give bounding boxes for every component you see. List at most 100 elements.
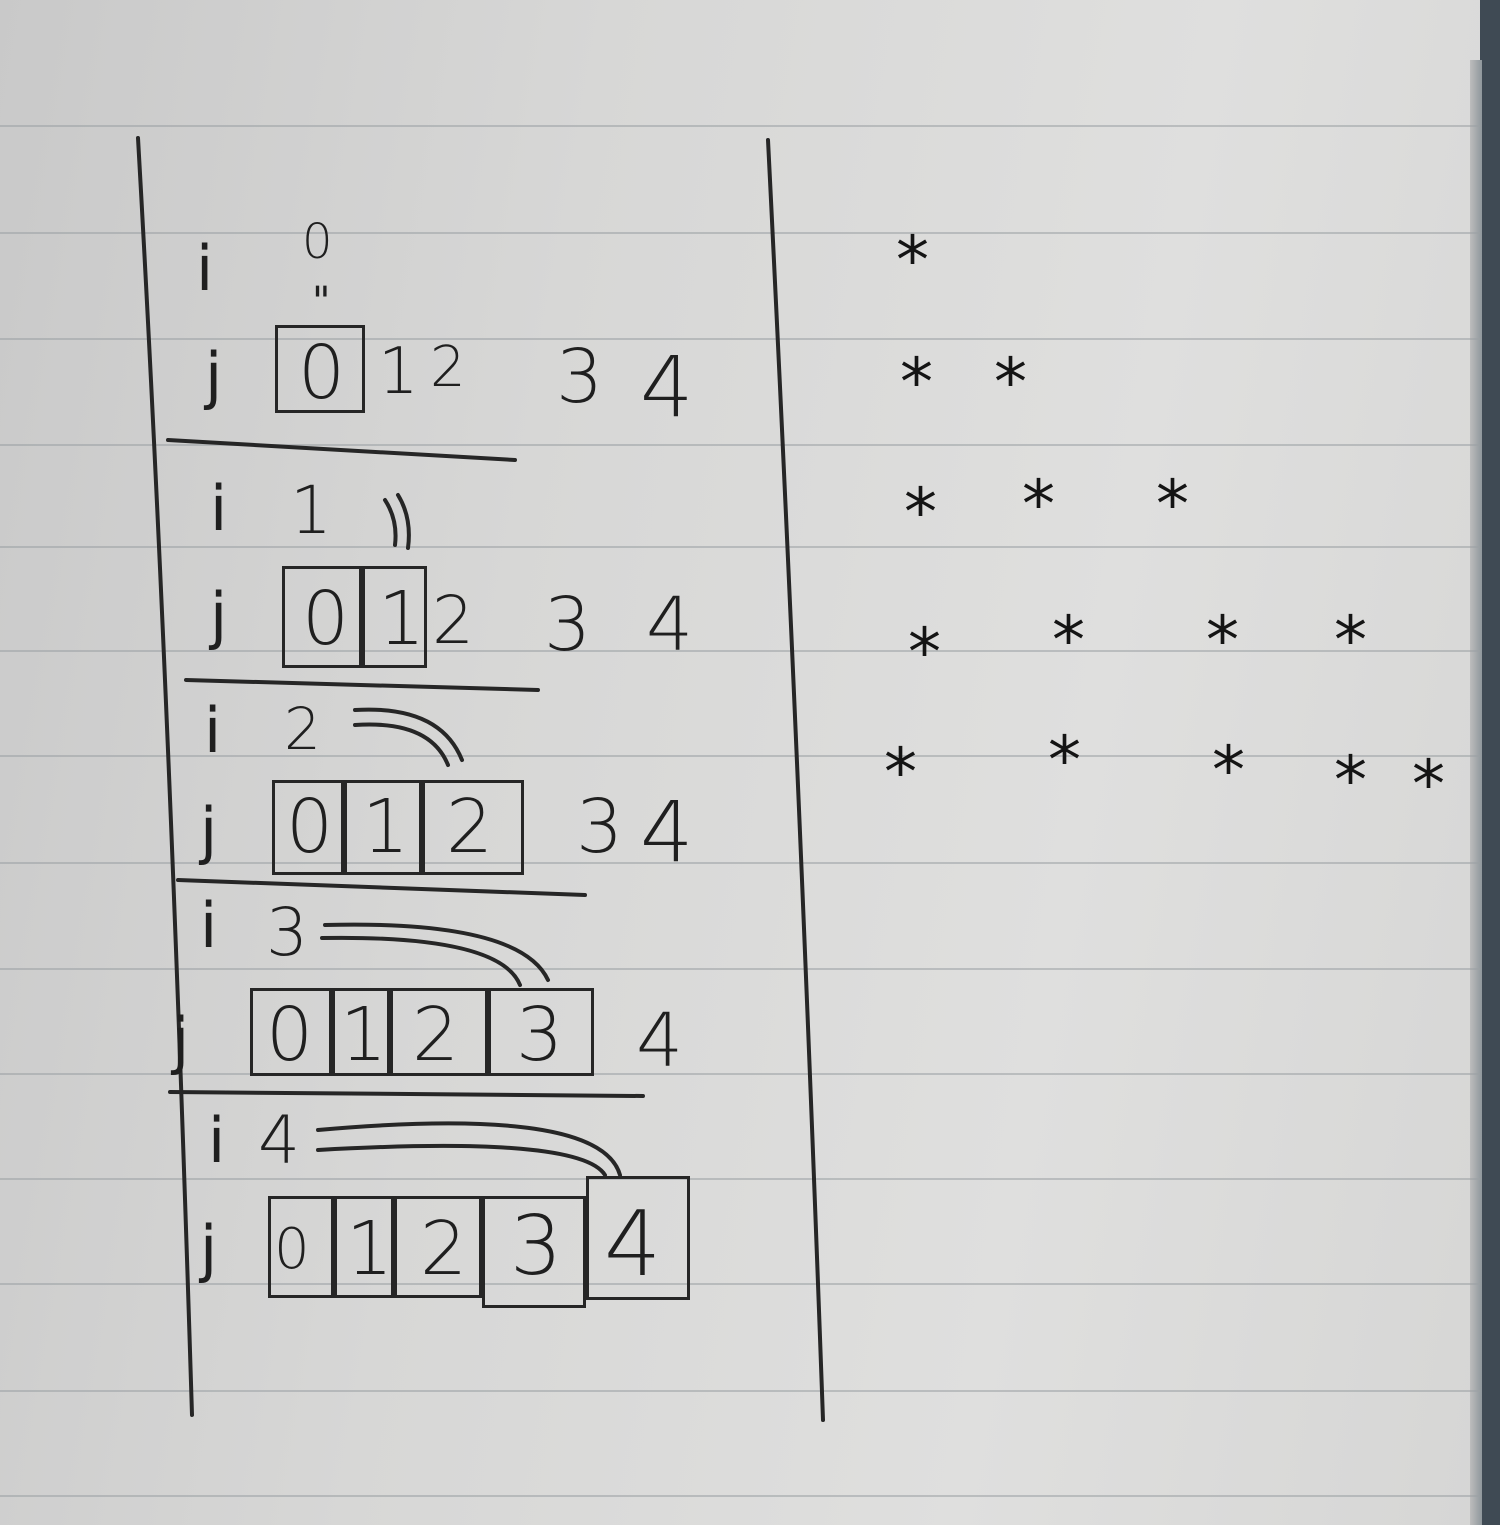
equals-mark: " <box>312 279 331 325</box>
ditto-mark <box>383 498 398 547</box>
star-icon: * <box>1412 746 1445 823</box>
ruled-line <box>0 1390 1480 1392</box>
i-value: 4 <box>258 1102 300 1179</box>
star-icon: * <box>1334 742 1367 819</box>
ditto-mark <box>320 935 522 987</box>
ditto-mark <box>323 922 550 982</box>
j-value-2: 2 <box>420 1206 468 1292</box>
ruled-line <box>0 650 1480 652</box>
j-value-4: 4 <box>640 338 694 436</box>
j-value-2: 2 <box>430 335 466 400</box>
boxed-cell <box>390 988 488 1076</box>
center-divider-line <box>766 138 825 1422</box>
separator-line <box>168 1090 645 1098</box>
j-label: j <box>205 339 223 412</box>
j-value-4: 4 <box>640 783 694 881</box>
j-value-4: 4 <box>646 582 694 668</box>
separator-line <box>166 438 517 462</box>
star-icon: * <box>1048 722 1081 799</box>
star-icon: * <box>1334 602 1367 679</box>
ruled-line <box>0 444 1480 446</box>
i-value: 2 <box>284 695 321 763</box>
separator-line <box>184 678 540 692</box>
j-value-1: 1 <box>340 992 388 1078</box>
ruled-line <box>0 862 1480 864</box>
j-value-4: 4 <box>636 998 684 1084</box>
i-label: i <box>208 1104 226 1177</box>
boxed-cell <box>422 780 524 875</box>
j-value-2: 2 <box>412 992 460 1078</box>
boxed-cell <box>250 988 332 1076</box>
star-icon: * <box>1206 602 1239 679</box>
i-label: i <box>204 694 222 767</box>
j-label: j <box>210 579 228 652</box>
i-value: 0 <box>302 214 333 270</box>
star-icon: * <box>994 344 1027 421</box>
j-value-4: 4 <box>604 1192 662 1297</box>
j-value-3: 3 <box>510 1199 563 1294</box>
ruled-line <box>0 1073 1480 1075</box>
star-icon: * <box>884 734 917 811</box>
star-icon: * <box>1022 466 1055 543</box>
ruled-line <box>0 338 1480 340</box>
left-divider-line <box>136 136 194 1417</box>
boxed-cell <box>282 566 362 668</box>
ditto-mark <box>353 707 464 762</box>
ruled-line <box>0 546 1480 548</box>
j-value-2: 2 <box>446 784 494 870</box>
ditto-mark <box>396 493 411 550</box>
boxed-cell <box>268 1196 334 1298</box>
i-label: i <box>200 889 218 962</box>
j-value-0: 0 <box>298 330 346 416</box>
j-value-3: 3 <box>516 992 564 1078</box>
boxed-cell <box>334 1196 394 1298</box>
boxed-cell <box>272 780 344 875</box>
ruled-line <box>0 968 1480 970</box>
ditto-mark <box>316 1121 622 1177</box>
j-value-1: 1 <box>378 335 419 409</box>
ditto-mark <box>316 1143 607 1177</box>
j-label: j <box>200 794 218 867</box>
j-value-1: 1 <box>362 784 410 870</box>
j-value-1: 1 <box>346 1206 394 1292</box>
ruled-line <box>0 1178 1480 1180</box>
ruled-line <box>0 1495 1480 1497</box>
boxed-cell <box>586 1176 690 1300</box>
boxed-cell <box>488 988 594 1076</box>
star-icon: * <box>1212 732 1245 809</box>
ruled-line <box>0 755 1480 757</box>
ruled-line <box>0 1283 1480 1285</box>
i-value: 1 <box>290 472 332 549</box>
ruled-line <box>0 232 1480 234</box>
boxed-cell <box>332 988 390 1076</box>
ruled-line <box>0 125 1480 127</box>
i-value: 3 <box>266 894 308 971</box>
star-icon: * <box>896 222 929 299</box>
i-label: i <box>210 472 228 545</box>
j-value-1: 1 <box>378 576 426 662</box>
star-icon: * <box>1052 602 1085 679</box>
j-value-2: 2 <box>432 582 474 659</box>
j-value-3: 3 <box>544 582 592 668</box>
j-value-0: 0 <box>266 992 314 1078</box>
ditto-mark <box>353 722 450 767</box>
boxed-cell <box>362 566 427 668</box>
boxed-cell <box>344 780 422 875</box>
separator-line <box>176 878 587 897</box>
boxed-cell <box>482 1196 586 1308</box>
star-icon: * <box>900 344 933 421</box>
star-icon: * <box>1156 466 1189 543</box>
j-value-3: 3 <box>576 784 624 870</box>
boxed-cell <box>394 1196 482 1298</box>
j-value-3: 3 <box>556 334 604 420</box>
boxed-cell <box>275 325 365 413</box>
j-value-0: 0 <box>302 576 350 662</box>
j-value-0: 0 <box>274 1217 310 1282</box>
j-label: j <box>200 1212 218 1285</box>
star-icon: * <box>908 614 941 691</box>
page-edge <box>1470 60 1482 1525</box>
j-label: j <box>172 1004 190 1077</box>
star-icon: * <box>904 474 937 551</box>
